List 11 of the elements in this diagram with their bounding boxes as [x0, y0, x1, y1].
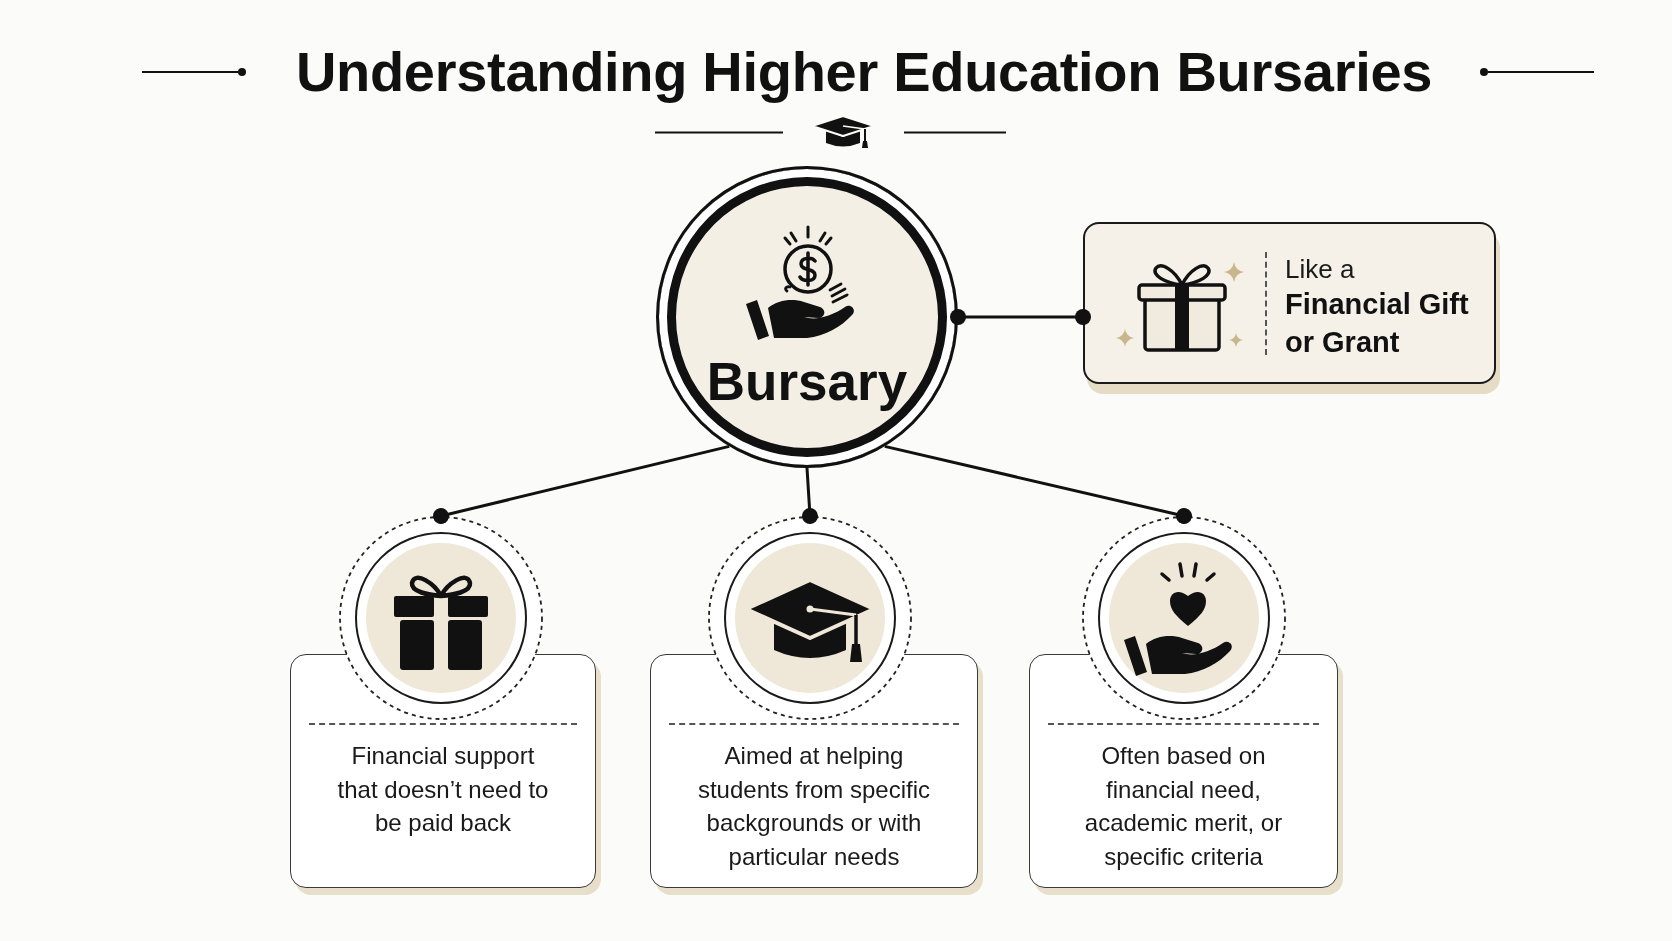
diagram-title: Understanding Higher Education Bursaries [295, 40, 1433, 104]
card-text: Financial support that doesn’t need to be paid back [336, 741, 550, 838]
highlight-text: Financial Gift or Grant [1285, 287, 1470, 360]
card-text: Aimed at helping students from specific backgrounds or with particular needs [696, 741, 932, 872]
circle-label: Bursary [706, 355, 908, 409]
connector [802, 467, 818, 524]
connector [433, 444, 730, 524]
connector [884, 444, 1192, 524]
card-text: Often based on financial need, academic merit, or specific criteria [1083, 741, 1284, 872]
lead-text: Like a [1285, 253, 1355, 285]
connector [950, 309, 1091, 325]
